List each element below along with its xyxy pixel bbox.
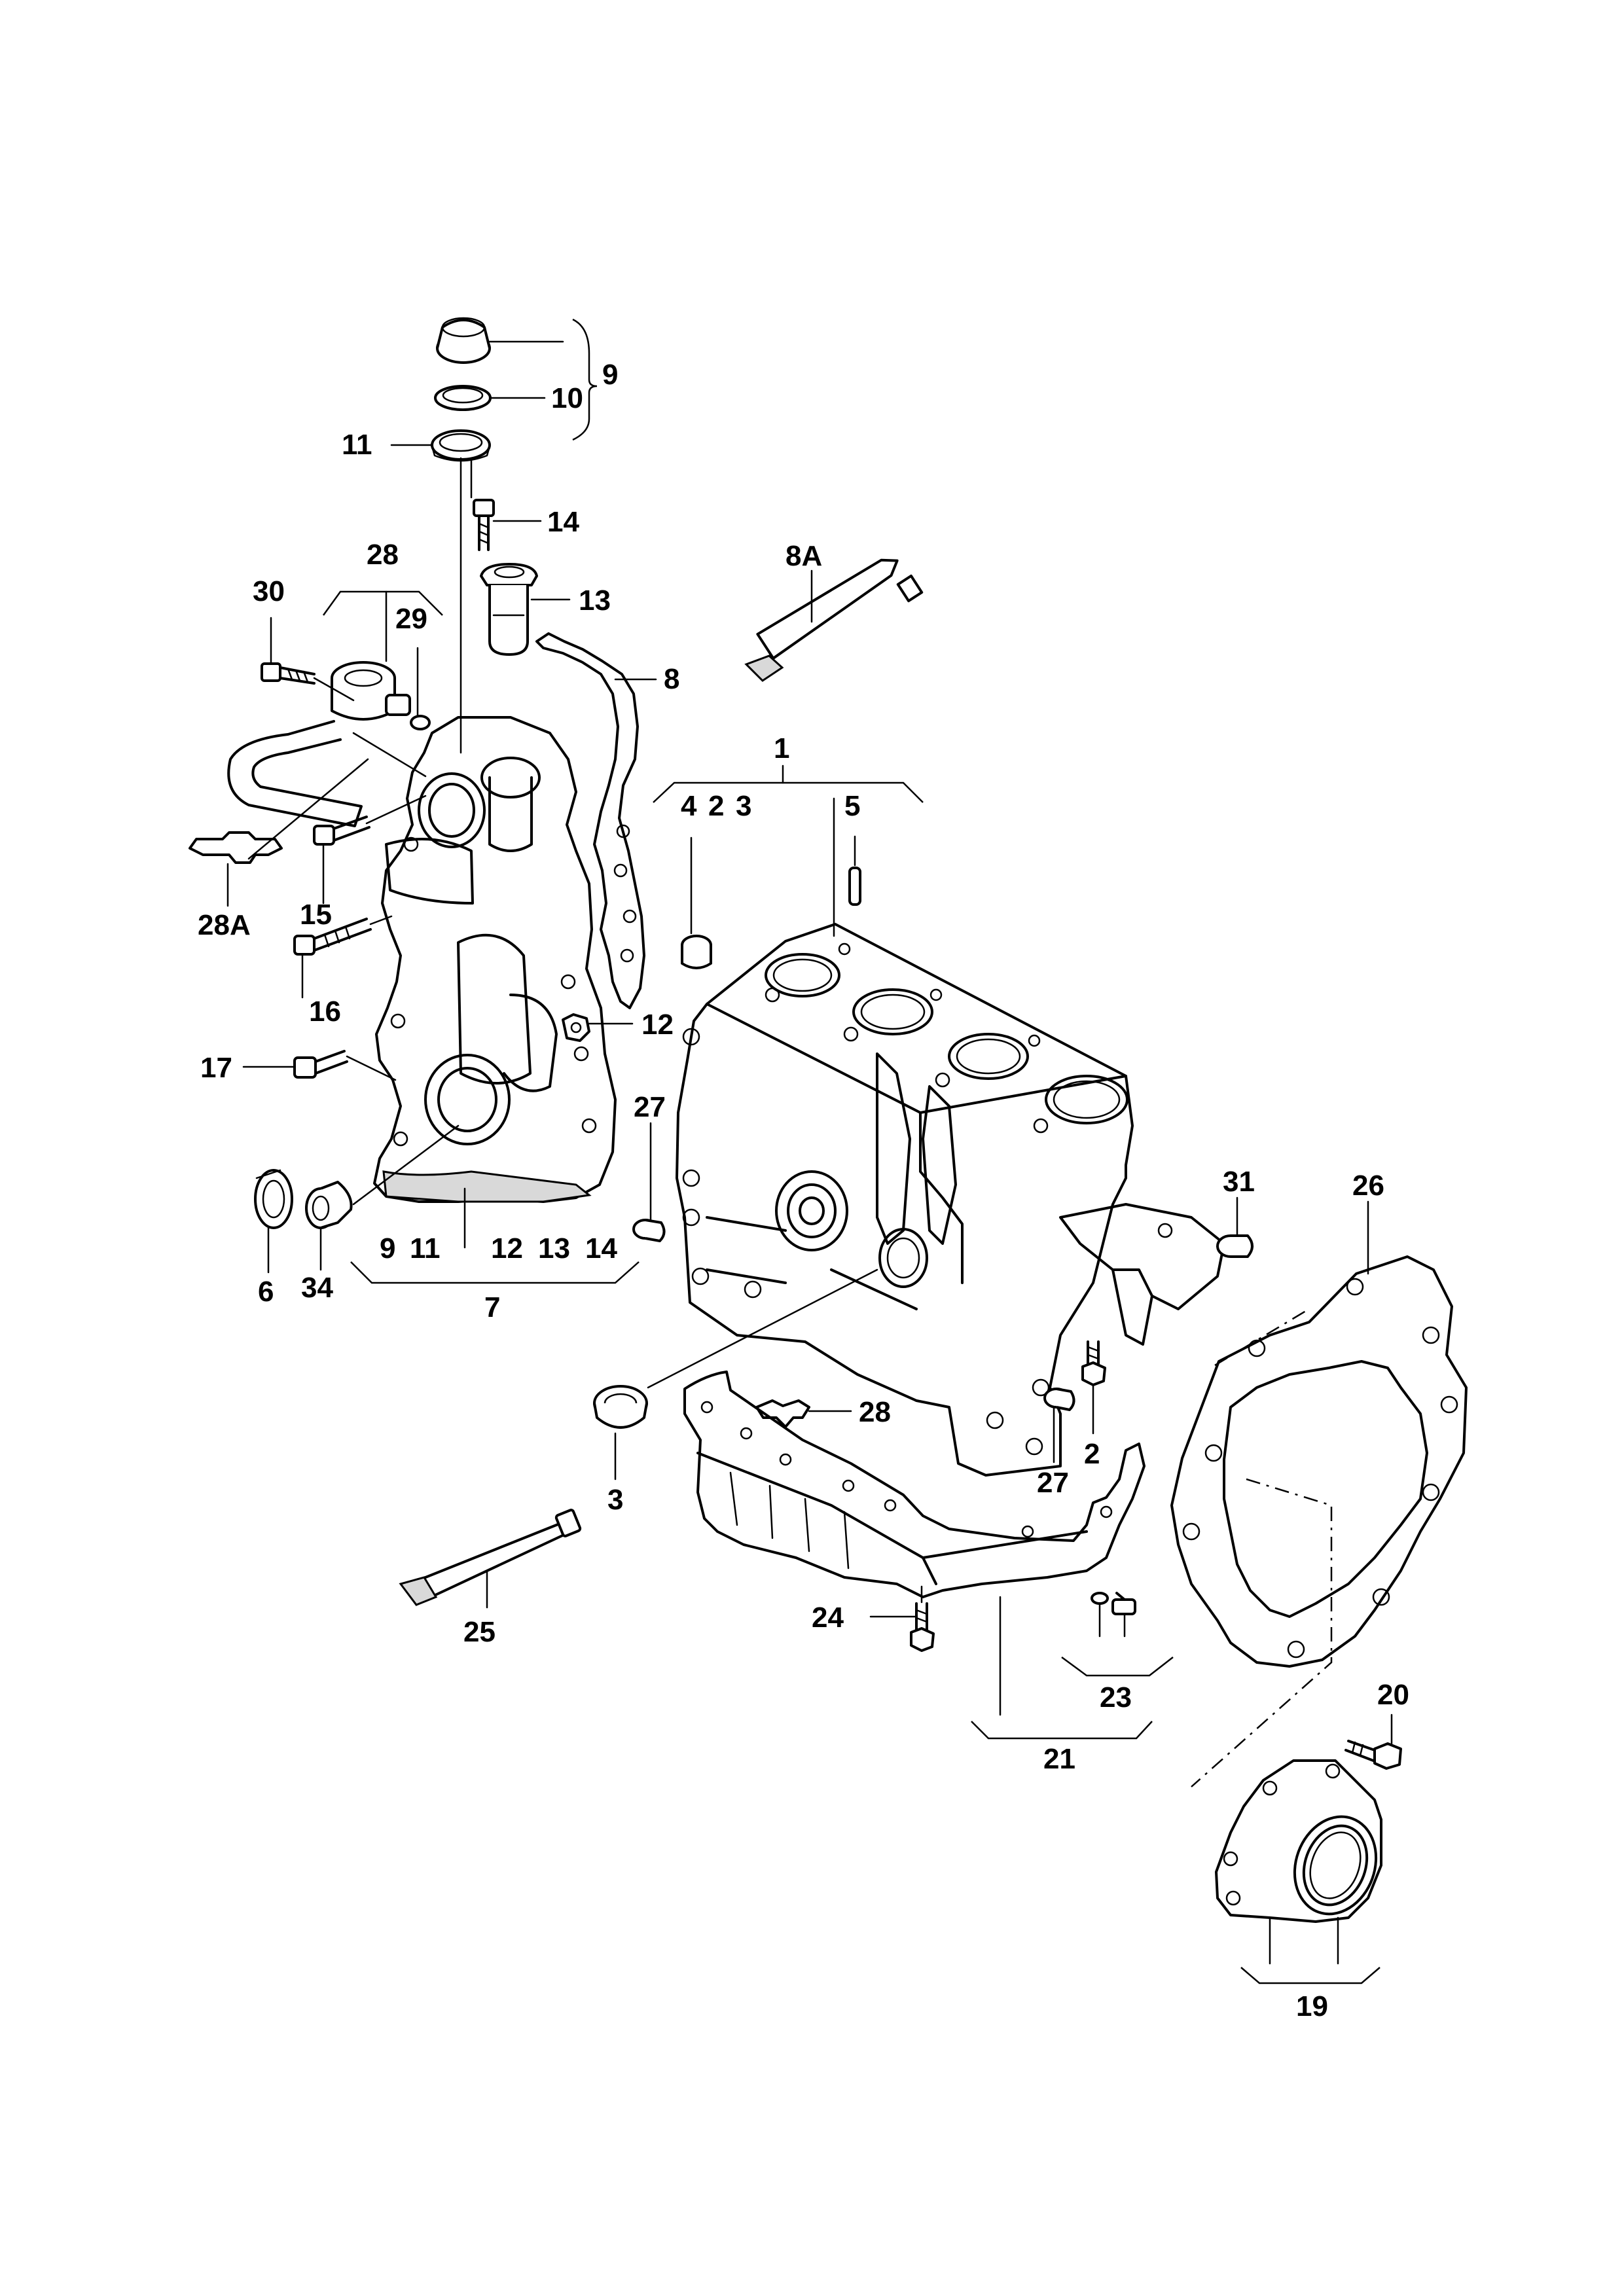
label-7: 7 <box>484 1291 500 1323</box>
bolt-20 <box>1344 1740 1402 1770</box>
breather-valve <box>331 661 411 721</box>
label-20: 20 <box>1377 1679 1409 1711</box>
oil-filler-cap <box>436 317 491 364</box>
cylinder-block <box>676 923 1225 1477</box>
label-12-lower: 12 <box>491 1232 523 1265</box>
label-2-lower: 2 <box>1084 1438 1100 1470</box>
label-8a: 8A <box>785 540 822 572</box>
label-31: 31 <box>1223 1166 1255 1198</box>
sealing-ring-10 <box>434 385 492 411</box>
label-1: 1 <box>774 732 789 764</box>
bolt-14 <box>473 499 495 551</box>
bolt-16 <box>293 918 372 956</box>
label-8: 8 <box>664 663 679 695</box>
dowel-27-upper <box>632 1219 666 1242</box>
label-30: 30 <box>253 575 285 607</box>
label-11-lower: 11 <box>410 1232 441 1265</box>
seal-3 <box>593 1385 648 1429</box>
label-34: 34 <box>301 1272 333 1304</box>
label-6: 6 <box>258 1276 274 1308</box>
label-2-top: 2 <box>708 790 724 822</box>
label-15: 15 <box>300 899 332 931</box>
label-28a: 28A <box>198 909 251 941</box>
nut-12 <box>562 1013 590 1042</box>
label-28-upper: 28 <box>367 539 399 571</box>
dowel-27-lower <box>1043 1388 1075 1411</box>
label-23: 23 <box>1100 1681 1132 1713</box>
label-21: 21 <box>1043 1743 1075 1775</box>
oil-filler-neck <box>480 563 538 656</box>
label-24: 24 <box>812 1602 844 1634</box>
label-17: 17 <box>200 1052 232 1084</box>
sealant-tube-8a <box>744 558 924 682</box>
label-27-upper: 27 <box>634 1091 666 1123</box>
label-28-lower: 28 <box>859 1396 891 1428</box>
label-11-upper: 11 <box>342 429 372 461</box>
baffle-clip-28 <box>755 1399 810 1428</box>
label-19: 19 <box>1296 1990 1328 2022</box>
label-26: 26 <box>1352 1170 1384 1202</box>
label-12-upper: 12 <box>641 1009 674 1041</box>
label-5: 5 <box>844 790 860 822</box>
part-labels: 9 10 11 14 28 8A 30 13 29 8 1 4 2 3 5 15… <box>198 359 1409 2022</box>
rear-gasket-plate <box>1170 1255 1468 1668</box>
label-9-upper: 9 <box>602 359 618 391</box>
label-25: 25 <box>463 1616 496 1648</box>
label-14-upper: 14 <box>547 506 579 538</box>
dowel-pin-5 <box>848 867 861 906</box>
crankshaft-seal-flange <box>1215 1759 1382 1923</box>
label-16: 16 <box>309 996 341 1028</box>
label-13-upper: 13 <box>579 584 611 617</box>
plug-4 <box>681 935 712 969</box>
bolt-15 <box>313 816 370 846</box>
oil-sump <box>683 1371 1146 1598</box>
sealant-tube-25 <box>399 1509 582 1606</box>
label-3-lower: 3 <box>607 1484 623 1516</box>
label-29: 29 <box>395 603 427 635</box>
breather-hose <box>227 720 363 827</box>
bolt-2 <box>1081 1340 1106 1386</box>
label-27-lower: 27 <box>1037 1467 1069 1499</box>
bolt-24 <box>910 1602 935 1652</box>
label-13-lower: 13 <box>538 1232 570 1265</box>
timing-cover-gasket <box>535 632 645 1009</box>
label-4: 4 <box>681 790 697 822</box>
timing-case-cover <box>373 716 617 1203</box>
sealing-ring-11 <box>431 429 491 462</box>
o-ring-29 <box>410 715 431 730</box>
label-3-top: 3 <box>736 790 751 822</box>
label-14-lower: 14 <box>585 1232 617 1265</box>
dowel-31 <box>1216 1234 1254 1258</box>
bushing-34 <box>305 1181 353 1229</box>
bolt-30 <box>261 662 316 685</box>
hose-clip-28a <box>189 831 283 864</box>
label-9-lower: 9 <box>380 1232 395 1265</box>
bolt-17 <box>293 1050 348 1079</box>
drain-plug-23 <box>1091 1592 1136 1615</box>
seal-ring-6 <box>254 1169 293 1229</box>
label-10: 10 <box>551 382 583 414</box>
